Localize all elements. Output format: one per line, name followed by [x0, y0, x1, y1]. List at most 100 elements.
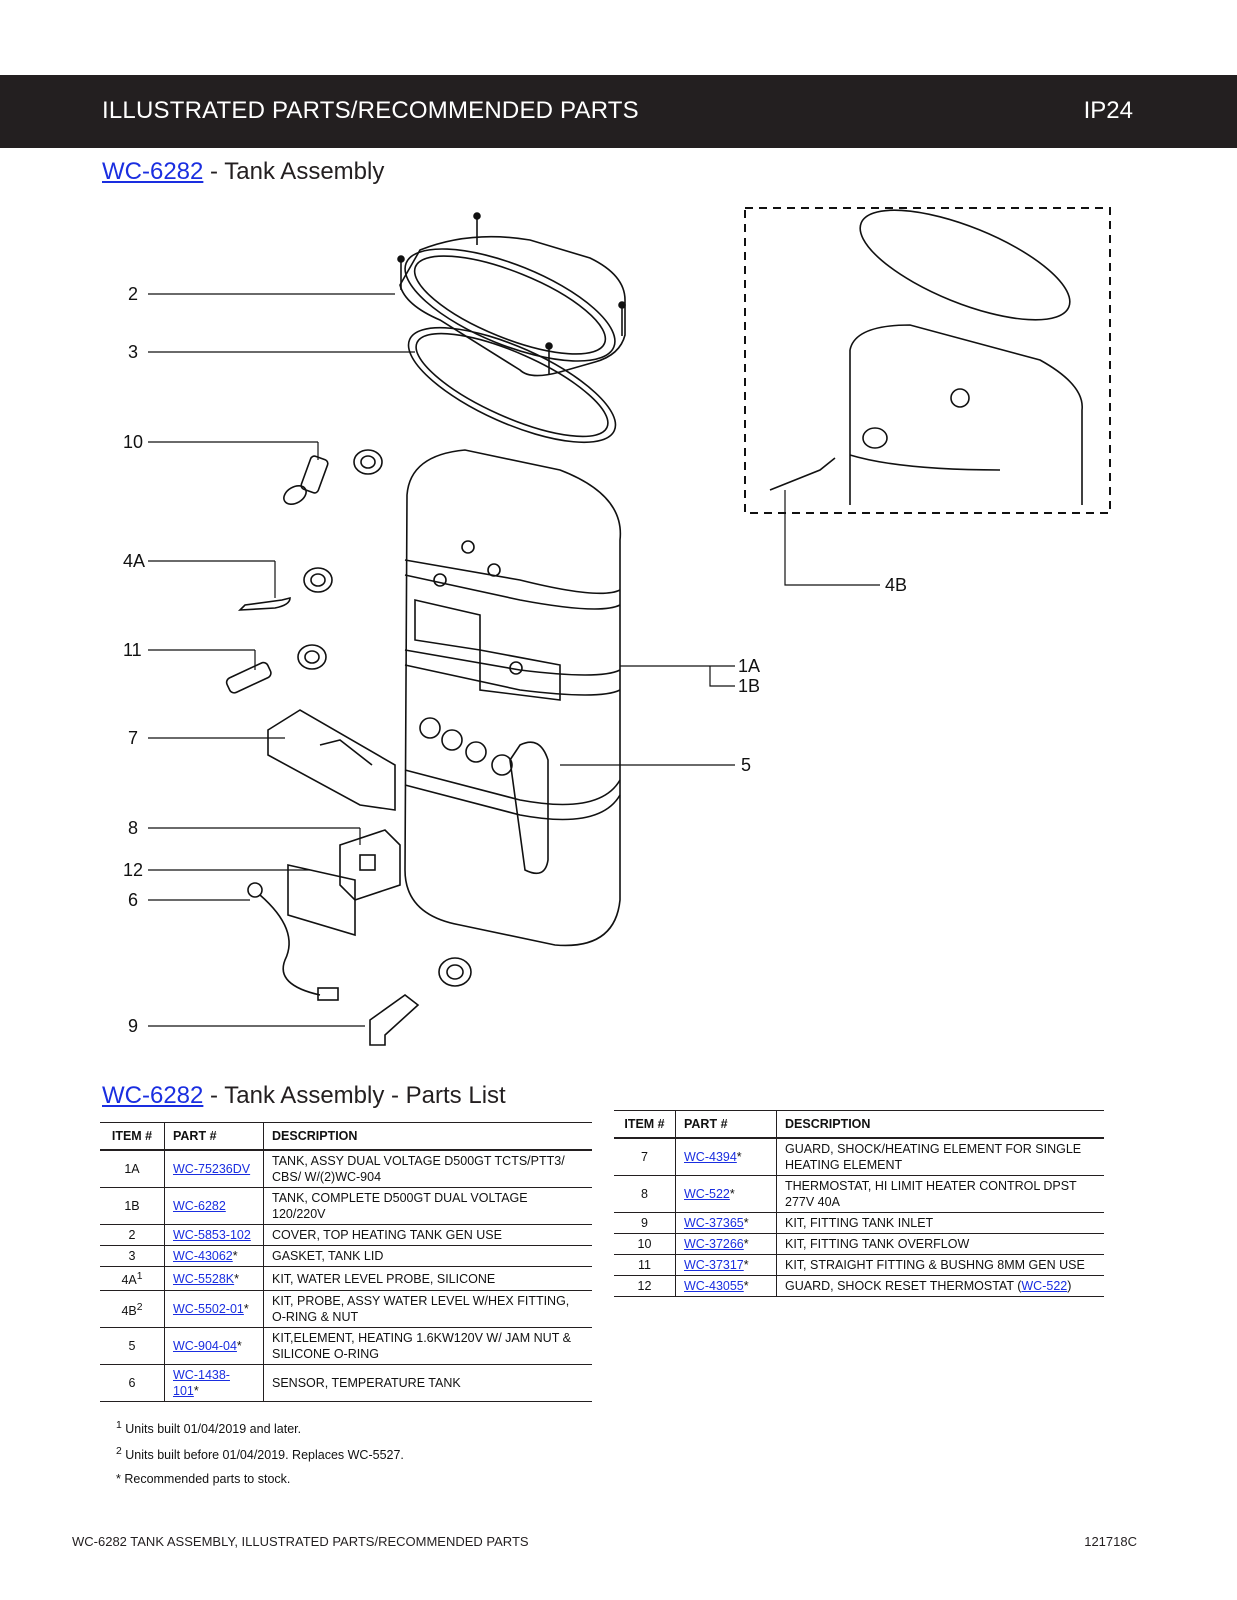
- part-number-link[interactable]: WC-4394: [684, 1150, 737, 1164]
- water-level-probe-drawing: [237, 567, 333, 611]
- part-cell: WC-37266*: [675, 1233, 777, 1255]
- item-cell: 10: [614, 1233, 676, 1255]
- footnote-2: 2 Units built before 01/04/2019. Replace…: [116, 1446, 404, 1463]
- part-number-link[interactable]: WC-5853-102: [173, 1228, 251, 1242]
- part-number-link[interactable]: WC-37266: [684, 1237, 744, 1251]
- part-cell: WC-75236DV: [164, 1150, 264, 1188]
- inset-detail-box: [744, 207, 1111, 514]
- callout-11: 11: [123, 640, 142, 660]
- description-cell: GASKET, TANK LID: [263, 1245, 592, 1267]
- description-cell: KIT, FITTING TANK INLET: [776, 1212, 1104, 1234]
- parts-list-title: WC-6282 - Tank Assembly - Parts List: [102, 1082, 506, 1110]
- part-number-link[interactable]: WC-43062: [173, 1249, 233, 1263]
- callout-6: 6: [128, 890, 138, 910]
- part-number-link[interactable]: WC-5502-01: [173, 1302, 244, 1317]
- column-header-description: DESCRIPTION: [776, 1110, 1104, 1139]
- diagram-part-link[interactable]: WC-6282: [102, 158, 204, 185]
- page-header-title: ILLUSTRATED PARTS/RECOMMENDED PARTS: [102, 97, 639, 124]
- column-header-item: ITEM #: [100, 1122, 165, 1151]
- part-number-link[interactable]: WC-37317: [684, 1258, 744, 1272]
- tank-body-drawing: [404, 449, 622, 947]
- part-cell: WC-43062*: [164, 1245, 264, 1267]
- shock-guard-drawing: [267, 709, 396, 811]
- part-cell: WC-43055*: [675, 1275, 777, 1297]
- column-header-part: PART #: [675, 1110, 777, 1139]
- item-cell: 6: [100, 1364, 165, 1403]
- item-cell: 11: [614, 1254, 676, 1276]
- footnotes: 1 Units built 01/04/2019 and later. 2 Un…: [116, 1420, 404, 1496]
- callout-3: 3: [128, 342, 138, 362]
- item-cell: 9: [614, 1212, 676, 1234]
- straight-fitting-drawing: [225, 644, 327, 694]
- description-cell: TANK, ASSY DUAL VOLTAGE D500GT TCTS/PTT3…: [263, 1150, 592, 1188]
- callout-4a: 4A: [123, 551, 145, 571]
- tank-gasket-drawing: [407, 326, 617, 444]
- footnote-1: 1 Units built 01/04/2019 and later.: [116, 1420, 302, 1437]
- description-cell: KIT, PROBE, ASSY WATER LEVEL W/HEX FITTI…: [263, 1290, 592, 1329]
- description-cell: GUARD, SHOCK/HEATING ELEMENT FOR SINGLE …: [776, 1138, 1104, 1176]
- footer-doc-number: 121718C: [1084, 1534, 1137, 1549]
- overflow-fitting-drawing: [283, 449, 383, 505]
- part-cell: WC-904-04*: [164, 1327, 264, 1366]
- part-number-link[interactable]: WC-6282: [173, 1199, 226, 1213]
- part-number-link[interactable]: WC-1438-101: [173, 1368, 230, 1399]
- description-cell: KIT, STRAIGHT FITTING & BUSHNG 8MM GEN U…: [776, 1254, 1104, 1276]
- inlet-fitting-drawing: [369, 957, 472, 1046]
- item-cell: 2: [100, 1224, 165, 1246]
- part-number-link[interactable]: WC-904-04: [173, 1339, 237, 1354]
- parts-list-part-link[interactable]: WC-6282: [102, 1082, 204, 1109]
- description-cell: TANK, COMPLETE D500GT DUAL VOLTAGE 120/2…: [263, 1187, 592, 1225]
- part-number-link[interactable]: WC-5528K: [173, 1271, 235, 1286]
- callout-10: 10: [123, 432, 143, 452]
- diagram-title: WC-6282 - Tank Assembly: [102, 158, 384, 186]
- part-cell: WC-5528K*: [164, 1266, 264, 1292]
- part-cell: WC-1438-101*: [164, 1364, 264, 1403]
- callout-1b: 1B: [738, 676, 760, 696]
- exploded-parts-diagram: 2 3 10 4A 11 7 8 12 6 9 1A 1B 5 4B: [123, 207, 1111, 1046]
- item-cell: 5: [100, 1327, 165, 1366]
- item-cell: 12: [614, 1275, 676, 1297]
- callout-12: 12: [123, 860, 143, 880]
- table-row: 1B WC-6282 TANK, COMPLETE D500GT DUAL VOLT…: [100, 1187, 592, 1225]
- part-cell: WC-37365*: [675, 1212, 777, 1234]
- callout-4b: 4B: [885, 575, 907, 595]
- parts-list-title-suffix: - Tank Assembly - Parts List: [203, 1082, 506, 1109]
- table-header-row: ITEM # PART # DESCRIPTION: [100, 1122, 592, 1151]
- part-cell: WC-6282: [164, 1187, 264, 1225]
- part-number-link[interactable]: WC-522: [1021, 1279, 1068, 1293]
- table-header-row: ITEM # PART # DESCRIPTION: [614, 1110, 1104, 1139]
- heating-element-drawing: [509, 741, 549, 875]
- callout-1a: 1A: [738, 656, 760, 676]
- description-cell: GUARD, SHOCK RESET THERMOSTAT (WC-522): [776, 1275, 1104, 1297]
- description-cell: KIT, FITTING TANK OVERFLOW: [776, 1233, 1104, 1255]
- item-cell: 1B: [100, 1187, 165, 1225]
- part-number-link[interactable]: WC-37365: [684, 1216, 744, 1230]
- item-cell: 7: [614, 1138, 676, 1176]
- footnote-recommended: * Recommended parts to stock.: [116, 1472, 291, 1487]
- diagram-title-suffix: - Tank Assembly: [203, 158, 385, 185]
- description-cell: SENSOR, TEMPERATURE TANK: [263, 1364, 592, 1403]
- part-number-link[interactable]: WC-43055: [684, 1279, 744, 1293]
- part-cell: WC-522*: [675, 1175, 777, 1213]
- part-number-link[interactable]: WC-522: [684, 1187, 730, 1201]
- callout-8: 8: [128, 818, 138, 838]
- header-bar: ILLUSTRATED PARTS/RECOMMENDED PARTS IP24: [0, 75, 1237, 148]
- description-cell: KIT,ELEMENT, HEATING 1.6KW120V W/ JAM NU…: [263, 1327, 592, 1366]
- footer-title: WC-6282 TANK ASSEMBLY, ILLUSTRATED PARTS…: [72, 1534, 529, 1549]
- callout-2: 2: [128, 284, 138, 304]
- part-cell: WC-5502-01*: [164, 1290, 264, 1329]
- item-cell: 8: [614, 1175, 676, 1213]
- part-number-link[interactable]: WC-75236DV: [173, 1162, 251, 1176]
- item-cell: 4B2: [100, 1290, 165, 1329]
- description-cell: THERMOSTAT, HI LIMIT HEATER CONTROL DPST…: [776, 1175, 1104, 1213]
